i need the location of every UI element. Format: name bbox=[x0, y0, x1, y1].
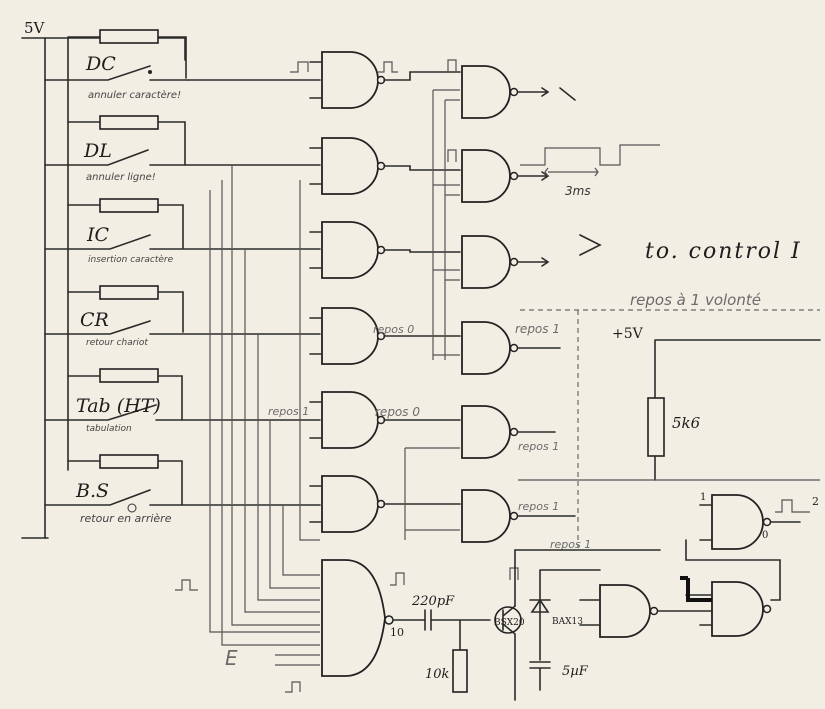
r-10k-label: 10k bbox=[425, 667, 450, 682]
repos-1-label-c: repos 1 bbox=[518, 440, 559, 453]
supply-5v-label: 5V bbox=[24, 19, 46, 37]
repos-1-label-a: repos 1 bbox=[515, 322, 560, 336]
switch-bs bbox=[44, 489, 321, 513]
pin-10-label: 10 bbox=[390, 626, 404, 639]
cap-220pf-label: 220pF bbox=[411, 594, 455, 609]
switch-label-dl: DL bbox=[83, 140, 112, 162]
pulse-3ms-label: 3ms bbox=[565, 184, 591, 198]
diode-label: BAX13 bbox=[552, 617, 583, 627]
pulse-waveform: 3ms bbox=[520, 144, 660, 198]
switch-label-dc: DC bbox=[85, 53, 116, 75]
repos-0-label-b: repos 0 bbox=[375, 405, 420, 419]
switch-tab bbox=[44, 404, 321, 421]
r-5k6-label: 5k6 bbox=[672, 414, 701, 432]
switch-cr bbox=[44, 320, 321, 335]
repos-annotations: repos 0 repos 1 repos 1 repos 0 repos 1 … bbox=[268, 322, 591, 551]
plus-5v-label: +5V bbox=[612, 326, 644, 342]
transistor-label: BSX20 bbox=[494, 618, 525, 628]
to-control-label: to. control I bbox=[645, 239, 802, 264]
pullup-resistors bbox=[67, 29, 187, 506]
switch-dl bbox=[44, 149, 321, 166]
switch-note-tab: tabulation bbox=[86, 424, 132, 434]
switch-note-dc: annuler caractère! bbox=[88, 89, 181, 101]
pin-0-label: 0 bbox=[762, 530, 768, 541]
switch-dc bbox=[44, 65, 189, 81]
repos-1-label-b: repos 1 bbox=[268, 405, 309, 418]
repos-1-label-d: repos 1 bbox=[518, 500, 559, 513]
pin-1-label: 1 bbox=[700, 492, 706, 503]
nand-gate-large: 10 bbox=[321, 559, 404, 677]
repos-a-1-label: repos à 1 volonté bbox=[630, 291, 761, 309]
switch-note-bs: retour en arrière bbox=[80, 512, 172, 525]
monostable-section: 220pF 10k BSX20 BAX13 5µF bbox=[392, 549, 713, 701]
bus-lines bbox=[209, 165, 320, 666]
repos-1-label-e: repos 1 bbox=[550, 538, 591, 551]
cap-5uf-label: 5µF bbox=[562, 664, 589, 679]
interstage-wires bbox=[383, 71, 461, 540]
switch-labels: DC DL IC CR Tab (HT) B.S annuler caractè… bbox=[75, 53, 181, 525]
switch-label-bs: B.S bbox=[75, 480, 109, 502]
switch-label-ic: IC bbox=[86, 224, 110, 246]
switch-note-cr: retour chariot bbox=[86, 338, 148, 348]
nand-gates-input bbox=[309, 51, 386, 533]
pullup-5k6: +5V 5k6 bbox=[518, 310, 821, 548]
pulse-sketches bbox=[175, 59, 519, 693]
flipflop-gates: 1 2 0 bbox=[680, 492, 819, 637]
switch-ic bbox=[44, 234, 321, 250]
output-labels: to. control I repos à 1 volonté bbox=[520, 239, 820, 311]
pin-2-label: 2 bbox=[812, 495, 819, 508]
switch-label-cr: CR bbox=[80, 309, 109, 331]
e-symbol-label: E bbox=[225, 646, 238, 670]
switch-note-dl: annuler ligne! bbox=[86, 172, 156, 183]
switch-label-tab: Tab (HT) bbox=[76, 395, 161, 417]
repos-0-label-a: repos 0 bbox=[373, 323, 414, 336]
switch-note-ic: insertion caractère bbox=[88, 254, 174, 265]
nand-gates-output bbox=[461, 65, 519, 543]
